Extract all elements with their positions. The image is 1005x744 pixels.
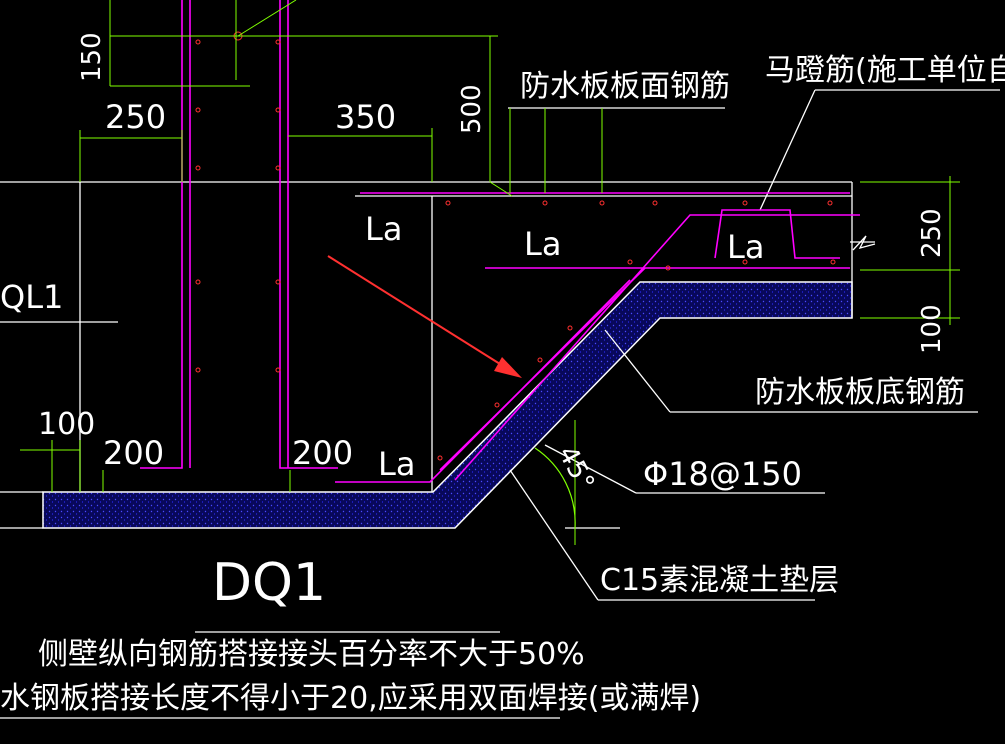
dim-100-right: 100 [917, 304, 947, 354]
label-bottom-rebar: 防水板板底钢筋 [755, 375, 965, 410]
label-la-chair: La [727, 228, 764, 266]
label-ql1: QL1 [0, 278, 63, 316]
label-top-rebar: 防水板板面钢筋 [520, 69, 730, 104]
dim-200-left: 200 [103, 434, 164, 472]
label-rebar-spec: Φ18@150 [643, 455, 802, 493]
dim-500: 500 [457, 84, 487, 134]
dim-100-left: 100 [38, 407, 95, 442]
dim-250-right: 250 [917, 208, 947, 258]
label-angle: 45° [552, 441, 600, 496]
note-line-2: 水钢板搭接长度不得小于20,应采用双面焊接(或满焊) [0, 681, 701, 716]
label-cushion: C15素混凝土垫层 [600, 563, 839, 598]
dimension-lines [20, 0, 960, 545]
dim-250-top: 250 [105, 98, 166, 136]
label-la-mid: La [524, 225, 561, 263]
note-line-1: 侧壁纵向钢筋搭接接头百分率不大于50% [38, 637, 585, 672]
dim-200-right: 200 [292, 434, 353, 472]
red-arrow-icon [327, 255, 522, 378]
dim-150: 150 [77, 32, 107, 82]
label-la-wall: La [365, 210, 402, 248]
structure-outlines [0, 89, 1000, 719]
dim-350: 350 [335, 98, 396, 136]
label-la-bottom: La [378, 445, 415, 483]
label-chair-rebar: 马蹬筋(施工单位自理) [765, 53, 1005, 88]
label-dq1: DQ1 [212, 553, 326, 613]
